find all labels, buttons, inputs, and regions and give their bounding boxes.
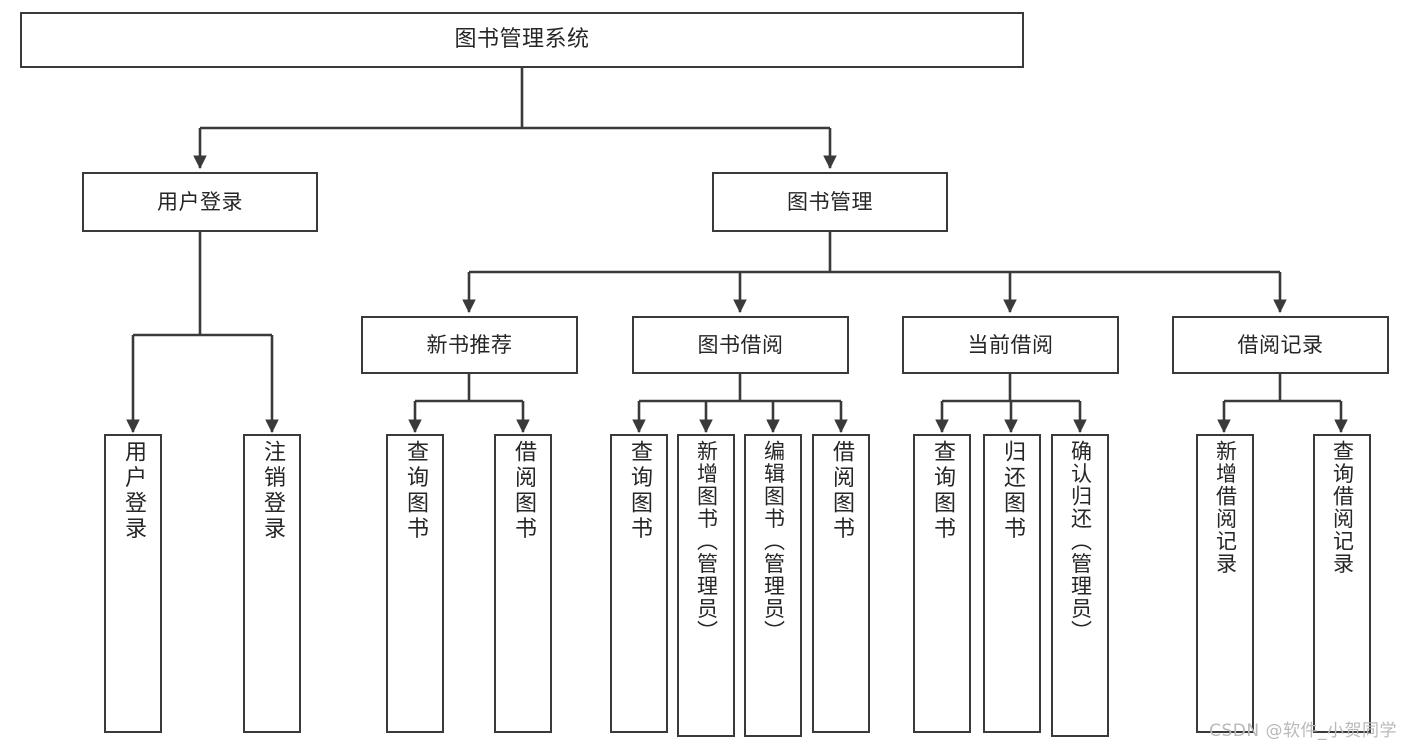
node-leaf-borrow-book-recommend[interactable]: 借阅图书 [494, 434, 552, 733]
node-leaf-add-book-admin[interactable]: 新增图书（管理员） [677, 434, 735, 737]
node-label: 查询图书 [627, 440, 652, 542]
node-label: 归还图书 [1000, 440, 1025, 542]
node-label: 新增借阅记录 [1213, 440, 1238, 575]
node-label: 注销登录 [260, 440, 285, 542]
node-leaf-confirm-return-admin[interactable]: 确认归还（管理员） [1051, 434, 1109, 737]
node-root-book-management-system[interactable]: 图书管理系统 [20, 12, 1024, 68]
node-label: 查询借阅记录 [1330, 440, 1355, 575]
node-leaf-borrow-book[interactable]: 借阅图书 [812, 434, 870, 733]
node-label: 借阅记录 [1237, 332, 1324, 357]
node-label: 用户登录 [157, 189, 243, 214]
node-label: 编辑图书（管理员） [761, 440, 786, 643]
node-leaf-query-book-current[interactable]: 查询图书 [913, 434, 971, 733]
node-leaf-query-book-borrow[interactable]: 查询图书 [610, 434, 668, 733]
node-current-borrowing[interactable]: 当前借阅 [902, 316, 1119, 374]
node-label: 当前借阅 [967, 332, 1054, 357]
node-leaf-logout-login[interactable]: 注销登录 [243, 434, 301, 733]
node-label: 查询图书 [930, 440, 955, 542]
node-label: 借阅图书 [511, 440, 536, 542]
node-book-borrowing[interactable]: 图书借阅 [632, 316, 849, 374]
node-leaf-return-book[interactable]: 归还图书 [983, 434, 1041, 733]
node-borrowing-record[interactable]: 借阅记录 [1172, 316, 1389, 374]
node-label: 新书推荐 [426, 332, 513, 357]
node-leaf-query-book-recommend[interactable]: 查询图书 [386, 434, 444, 733]
node-label: 确认归还（管理员） [1068, 440, 1093, 643]
node-label: 图书管理 [787, 189, 873, 214]
node-new-book-recommendation[interactable]: 新书推荐 [361, 316, 578, 374]
node-leaf-add-borrow-record[interactable]: 新增借阅记录 [1196, 434, 1254, 733]
node-label: 查询图书 [403, 440, 428, 542]
node-label: 借阅图书 [829, 440, 854, 542]
node-leaf-query-borrow-record[interactable]: 查询借阅记录 [1313, 434, 1371, 733]
node-label: 用户登录 [121, 440, 146, 542]
node-label: 新增图书（管理员） [694, 440, 719, 643]
node-leaf-user-login[interactable]: 用户登录 [104, 434, 162, 733]
node-label: 图书借阅 [697, 332, 784, 357]
node-user-login[interactable]: 用户登录 [82, 172, 318, 232]
node-label: 图书管理系统 [454, 27, 590, 53]
node-book-management[interactable]: 图书管理 [712, 172, 948, 232]
node-leaf-edit-book-admin[interactable]: 编辑图书（管理员） [744, 434, 802, 737]
